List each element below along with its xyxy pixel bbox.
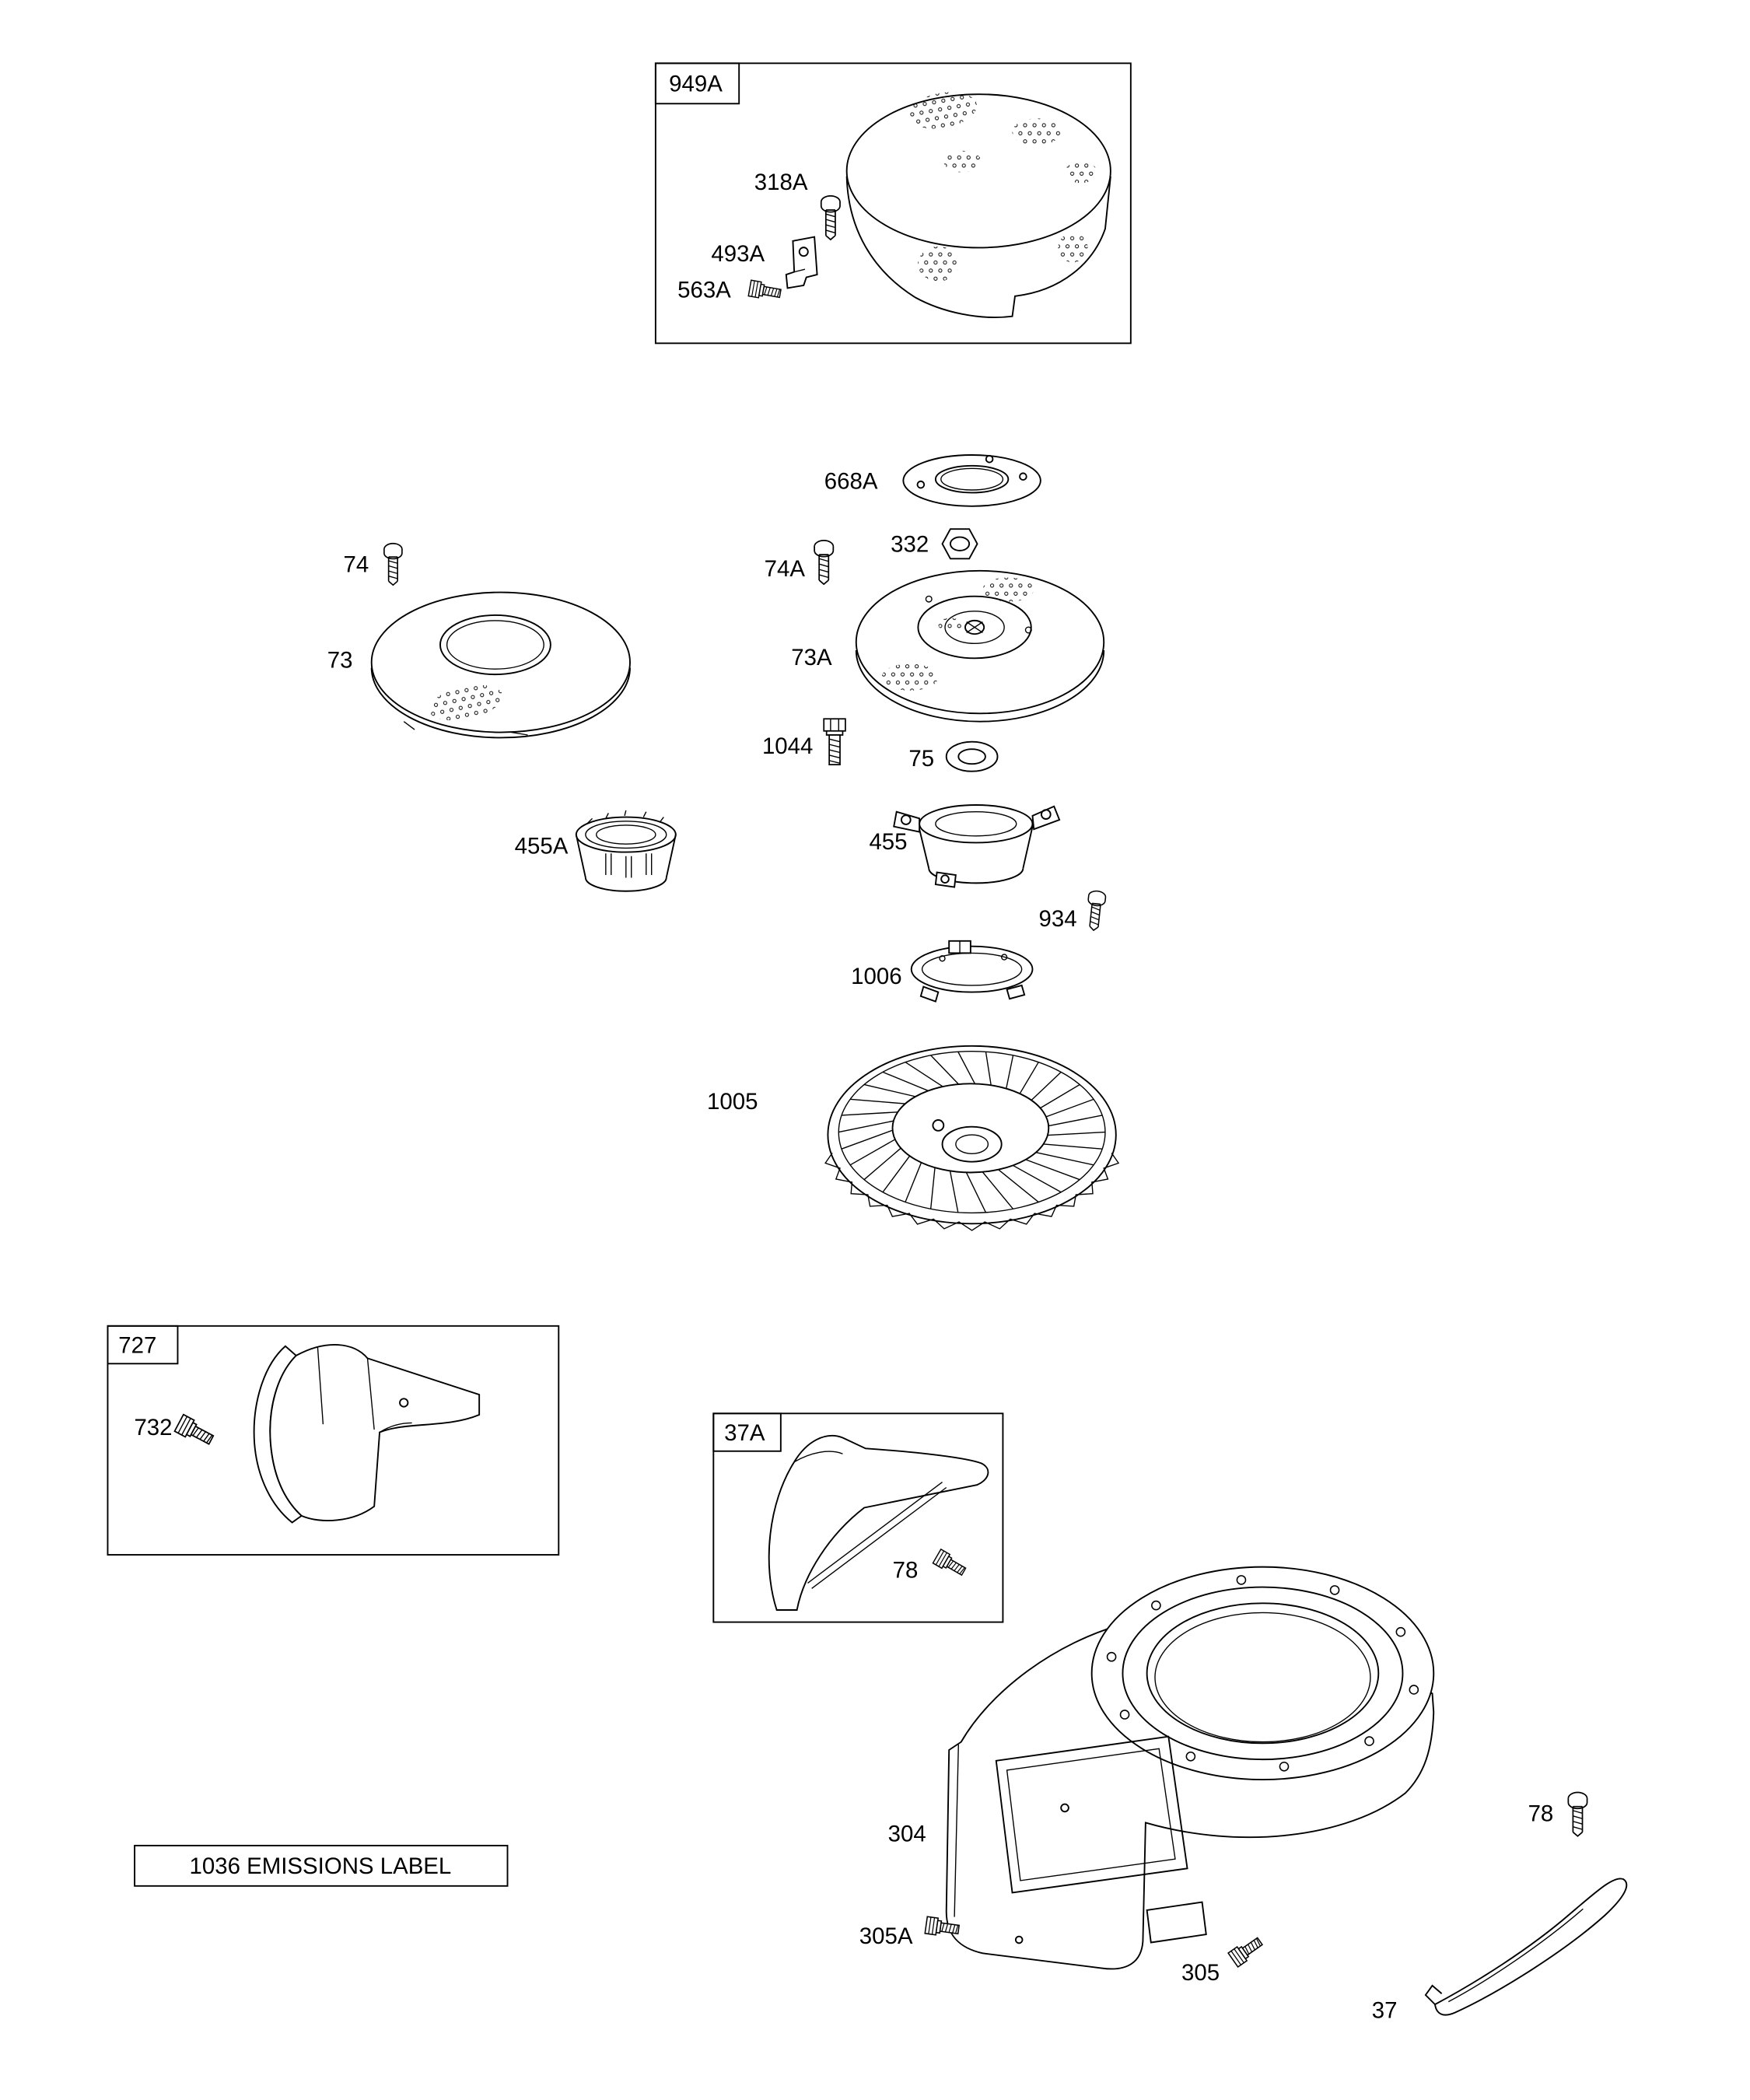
- blower-housing-304-drawing: [945, 1566, 1435, 1970]
- screw-563a-drawing: [747, 279, 782, 303]
- part-label-37a: 37A: [724, 1420, 765, 1446]
- cup-455-drawing: [893, 804, 1061, 888]
- ring-668a-drawing: [902, 454, 1041, 507]
- rotating-screen-73-drawing: [370, 591, 631, 739]
- part-label-563a: 563A: [677, 277, 731, 303]
- part-label-73: 73: [327, 647, 353, 673]
- bolt-1044-drawing: [823, 718, 846, 765]
- part-label-1044: 1044: [762, 733, 813, 759]
- part-label-74: 74: [344, 552, 369, 578]
- part-label-668a: 668A: [824, 468, 878, 494]
- screw-732-drawing: [173, 1413, 217, 1449]
- part-label-304: 304: [888, 1822, 926, 1847]
- inset-box-727: 727 732: [107, 1325, 560, 1556]
- flange-bolt-holes: [1106, 1575, 1419, 1772]
- part-label-949a: 949A: [669, 72, 723, 97]
- inset-box-949a-frame: [654, 62, 1132, 345]
- screw-78-right-drawing: [1567, 1791, 1588, 1837]
- guard-37-drawing: [1424, 1878, 1628, 2016]
- part-label-78-inset: 78: [893, 1557, 919, 1583]
- emissions-label-box: 1036 EMISSIONS LABEL: [134, 1844, 509, 1887]
- inset-box-727-frame: [107, 1325, 560, 1556]
- inset-box-37a-tag: [712, 1412, 782, 1452]
- emissions-label-frame: [134, 1844, 509, 1887]
- rotating-screen-73a-drawing: [855, 569, 1105, 723]
- retainer-1006-drawing: [910, 940, 1034, 1003]
- part-label-1006: 1006: [851, 964, 901, 989]
- screw-318a-drawing: [820, 194, 841, 240]
- bracket-493a-drawing: [785, 236, 818, 289]
- inset-box-37a-frame: [712, 1412, 1004, 1623]
- emissions-label-text: 1036 EMISSIONS LABEL: [190, 1853, 452, 1879]
- part-label-727: 727: [118, 1332, 156, 1358]
- screw-934-drawing: [1084, 889, 1107, 932]
- part-label-493a: 493A: [711, 241, 765, 267]
- part-label-75: 75: [908, 746, 934, 772]
- part-label-934: 934: [1039, 906, 1077, 932]
- deflector-37a-drawing: [768, 1434, 989, 1611]
- part-label-305a: 305A: [859, 1923, 913, 1949]
- part-label-73a: 73A: [791, 645, 832, 670]
- screw-78-inset-drawing: [932, 1549, 968, 1580]
- part-label-732: 732: [134, 1415, 172, 1440]
- part-label-332: 332: [891, 532, 929, 558]
- flywheel-fins: [824, 1051, 1120, 1231]
- baffle-727-drawing: [253, 1343, 481, 1524]
- inset-box-949a-tag: [654, 62, 740, 105]
- screw-74a-drawing: [814, 540, 835, 586]
- inset-box-949a: 949A 318A 493A 563A: [654, 62, 1132, 345]
- nut-332-drawing: [941, 528, 978, 560]
- part-label-78-right: 78: [1528, 1801, 1554, 1827]
- inset-box-727-tag: [107, 1325, 179, 1365]
- part-label-318a: 318A: [754, 170, 808, 195]
- part-label-1005: 1005: [707, 1089, 758, 1115]
- screw-305-drawing: [1227, 1934, 1265, 1968]
- part-label-305: 305: [1181, 1960, 1220, 1986]
- part-label-455: 455: [869, 829, 907, 855]
- blower-housing-cover-drawing: [845, 92, 1111, 319]
- inset-box-37a: 37A 78: [712, 1412, 1004, 1623]
- starter-cup-455a-drawing: [575, 810, 677, 892]
- part-label-37: 37: [1372, 1997, 1398, 2023]
- part-label-74a: 74A: [765, 556, 806, 582]
- screw-74-drawing: [383, 542, 403, 586]
- part-label-455a: 455A: [515, 833, 569, 859]
- flywheel-fan-1005-drawing: [824, 1045, 1120, 1231]
- washer-75-drawing: [945, 740, 999, 772]
